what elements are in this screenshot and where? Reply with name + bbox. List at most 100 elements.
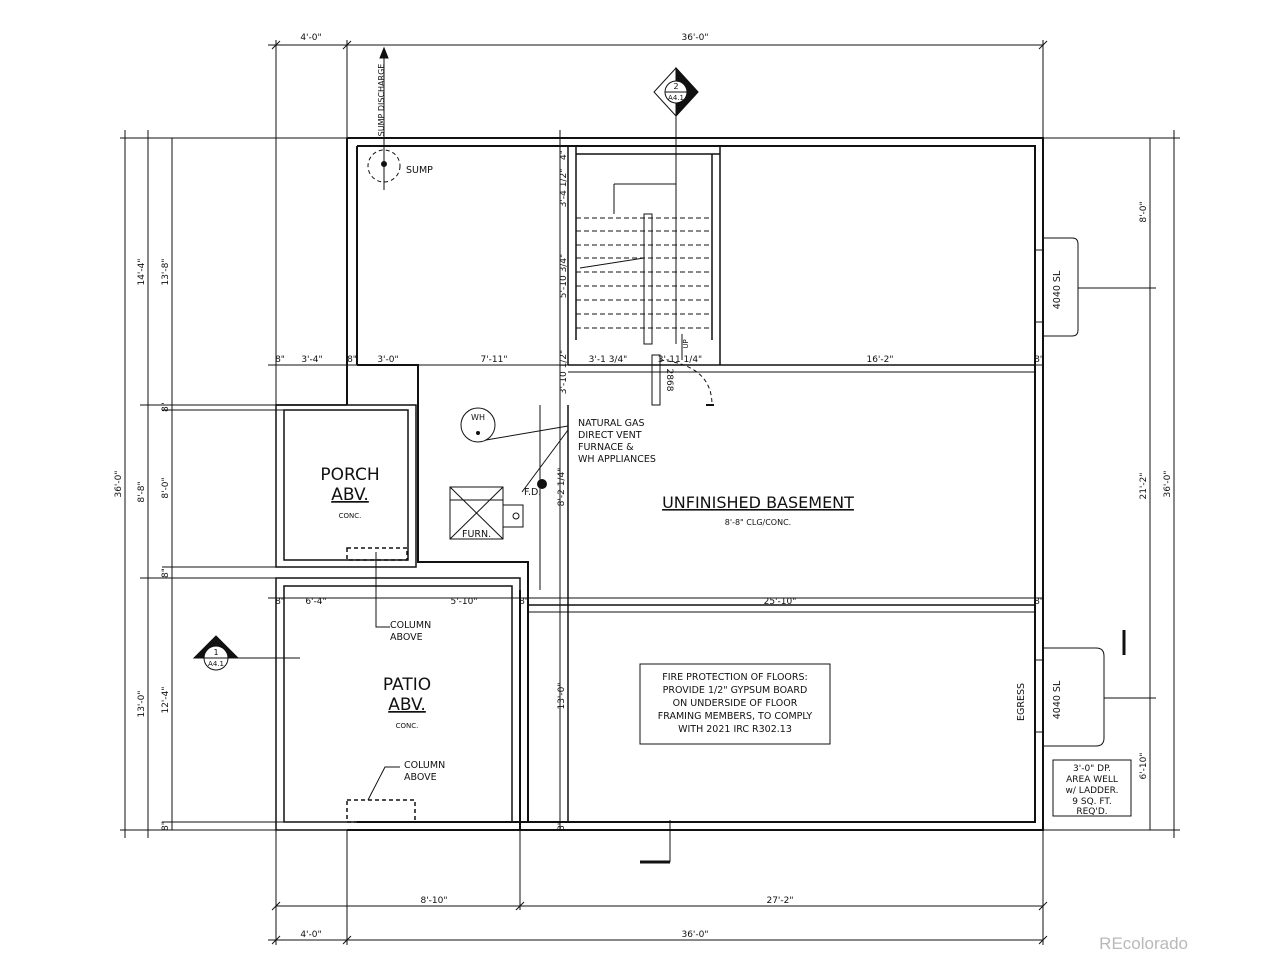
svg-text:CONC.: CONC. <box>339 512 362 520</box>
dim-r2-0: 8" <box>275 597 285 607</box>
dim-r1-8: 16'-2" <box>866 355 893 365</box>
dim-right-mid: 21'-2" <box>1139 472 1149 499</box>
dim-left-upper-a: 14'-4" <box>137 258 147 285</box>
svg-text:ABV.: ABV. <box>388 695 426 715</box>
sump-label: SUMP <box>406 165 433 176</box>
window-4040-upper <box>1034 237 1079 337</box>
window-4040-lower <box>1034 630 1126 747</box>
dim-top <box>268 40 1048 405</box>
svg-text:8'-8" CLG/CONC.: 8'-8" CLG/CONC. <box>725 518 791 527</box>
porch-label: PORCH ABV. CONC. <box>320 465 379 520</box>
dim-right-outer: 36'-0" <box>1163 470 1173 497</box>
svg-text:DIRECT VENT: DIRECT VENT <box>578 430 642 441</box>
dim-stair-1: 3'-4 1/2" <box>559 169 569 208</box>
porch-patio-outline <box>275 404 521 831</box>
svg-text:ON UNDERSIDE OF FLOOR: ON UNDERSIDE OF FLOOR <box>673 698 798 709</box>
dim-stair-2: 5'-10 3/4" <box>559 254 569 298</box>
dim-r2-4: 25'-10" <box>764 597 797 607</box>
svg-text:CONC.: CONC. <box>396 722 419 730</box>
furn-label: FURN. <box>462 529 491 540</box>
dim-r1-4: 7'-11" <box>480 355 507 365</box>
dim-interior <box>268 130 1043 830</box>
dim-top-left: 4'-0" <box>300 33 321 43</box>
svg-text:9 SQ. FT.: 9 SQ. FT. <box>1072 797 1111 807</box>
svg-text:AREA WELL: AREA WELL <box>1066 775 1118 785</box>
dim-top-main: 36'-0" <box>681 33 708 43</box>
section-top-num: 2 <box>673 82 678 91</box>
svg-text:WITH 2021 IRC R302.13: WITH 2021 IRC R302.13 <box>678 724 792 735</box>
dim-furnace-v: 8'-2 1/4" <box>557 468 567 507</box>
sump-pit <box>367 46 401 190</box>
dim-left-small-1: 8" <box>161 402 171 412</box>
svg-text:w/ LADDER.: w/ LADDER. <box>1066 786 1119 796</box>
svg-text:COLUMN: COLUMN <box>404 760 445 771</box>
dim-bottom-seg1: 8'-10" <box>420 896 447 906</box>
window-lower-label: 4040 SL <box>1052 680 1063 719</box>
stair-up-label: UP <box>682 339 690 348</box>
section-marker-top <box>653 66 699 118</box>
dim-r1-5: 3'-10 1/2" <box>559 350 569 394</box>
areawell-note: 3'-0" DP. AREA WELL w/ LADDER. 9 SQ. FT.… <box>1066 764 1119 817</box>
dim-r1-7: 3'-11 1/4" <box>658 355 702 365</box>
dim-r1-9: 8" <box>1034 355 1044 365</box>
dim-left-mid: 8'-8" <box>137 481 147 502</box>
svg-text:NATURAL GAS: NATURAL GAS <box>578 418 645 429</box>
dim-inner-bot: 8" <box>557 821 567 831</box>
svg-text:UNFINISHED BASEMENT: UNFINISHED BASEMENT <box>662 493 854 512</box>
svg-text:WH APPLIANCES: WH APPLIANCES <box>578 454 656 465</box>
svg-text:COLUMN: COLUMN <box>390 620 431 631</box>
dim-r1-6: 3'-1 3/4" <box>589 355 628 365</box>
svg-text:REQ'D.: REQ'D. <box>1076 807 1107 817</box>
dim-r2-2: 5'-10" <box>450 597 477 607</box>
section-left-num: 1 <box>213 648 218 657</box>
dim-right-top: 8'-0" <box>1139 201 1149 222</box>
fire-note-box <box>639 663 831 745</box>
basement-label: UNFINISHED BASEMENT 8'-8" CLG/CONC. <box>662 493 854 527</box>
stairs <box>576 100 712 360</box>
svg-text:PORCH: PORCH <box>320 465 379 485</box>
door-2868 <box>651 354 714 406</box>
egress-label: EGRESS <box>1016 683 1027 721</box>
watermark: REcolorado <box>1099 934 1188 953</box>
dim-left-small-3: 8" <box>161 821 171 831</box>
dim-stair-0: 4" <box>559 150 569 160</box>
dim-left <box>120 130 347 838</box>
dim-bottom-seg2: 27'-2" <box>766 896 793 906</box>
dim-bottom-main: 36'-0" <box>681 930 708 940</box>
svg-text:3'-0" DP.: 3'-0" DP. <box>1073 764 1111 774</box>
svg-text:PROVIDE 1/2" GYPSUM BOARD: PROVIDE 1/2" GYPSUM BOARD <box>663 685 808 696</box>
column-note-2: COLUMN ABOVE <box>404 760 445 783</box>
svg-text:FRAMING MEMBERS, TO COMPLY: FRAMING MEMBERS, TO COMPLY <box>658 711 813 722</box>
dim-right <box>1043 130 1180 838</box>
gas-note: NATURAL GAS DIRECT VENT FURNACE & WH APP… <box>578 418 656 465</box>
dim-r1-0: 8" <box>275 355 285 365</box>
dim-left-outer: 36'-0" <box>114 470 124 497</box>
furnace <box>449 486 524 540</box>
wh-label: WH <box>471 413 485 422</box>
section-left-sheet: A4.1 <box>208 660 224 668</box>
door-label: 2868 <box>664 369 674 392</box>
section-top-sheet: A4.1 <box>668 94 684 102</box>
svg-text:ABV.: ABV. <box>331 485 369 505</box>
dim-r1-2: 8" <box>347 355 357 365</box>
dim-right-bottom: 6'-10" <box>1139 752 1149 779</box>
dim-basement-v: 13'-0" <box>557 682 567 709</box>
fd-label: F.D. <box>524 487 541 498</box>
window-upper-label: 4040 SL <box>1052 270 1063 309</box>
svg-text:FURNACE &: FURNACE & <box>578 442 634 453</box>
svg-text:ABOVE: ABOVE <box>404 772 437 783</box>
dim-bottom <box>268 830 1048 945</box>
fire-note: FIRE PROTECTION OF FLOORS: PROVIDE 1/2" … <box>658 672 813 735</box>
areawell-note-box <box>1052 759 1132 817</box>
column-note-1: COLUMN ABOVE <box>390 620 431 643</box>
dim-r2-1: 6'-4" <box>305 597 326 607</box>
water-heater <box>460 407 496 443</box>
svg-text:ABOVE: ABOVE <box>390 632 423 643</box>
patio-label: PATIO ABV. CONC. <box>383 675 431 730</box>
dim-r1-1: 3'-4" <box>301 355 322 365</box>
section-marker-left <box>192 635 300 671</box>
dim-r2-3: 8" <box>519 597 529 607</box>
dim-bottom-left: 4'-0" <box>300 930 321 940</box>
dim-r1-3: 3'-0" <box>377 355 398 365</box>
